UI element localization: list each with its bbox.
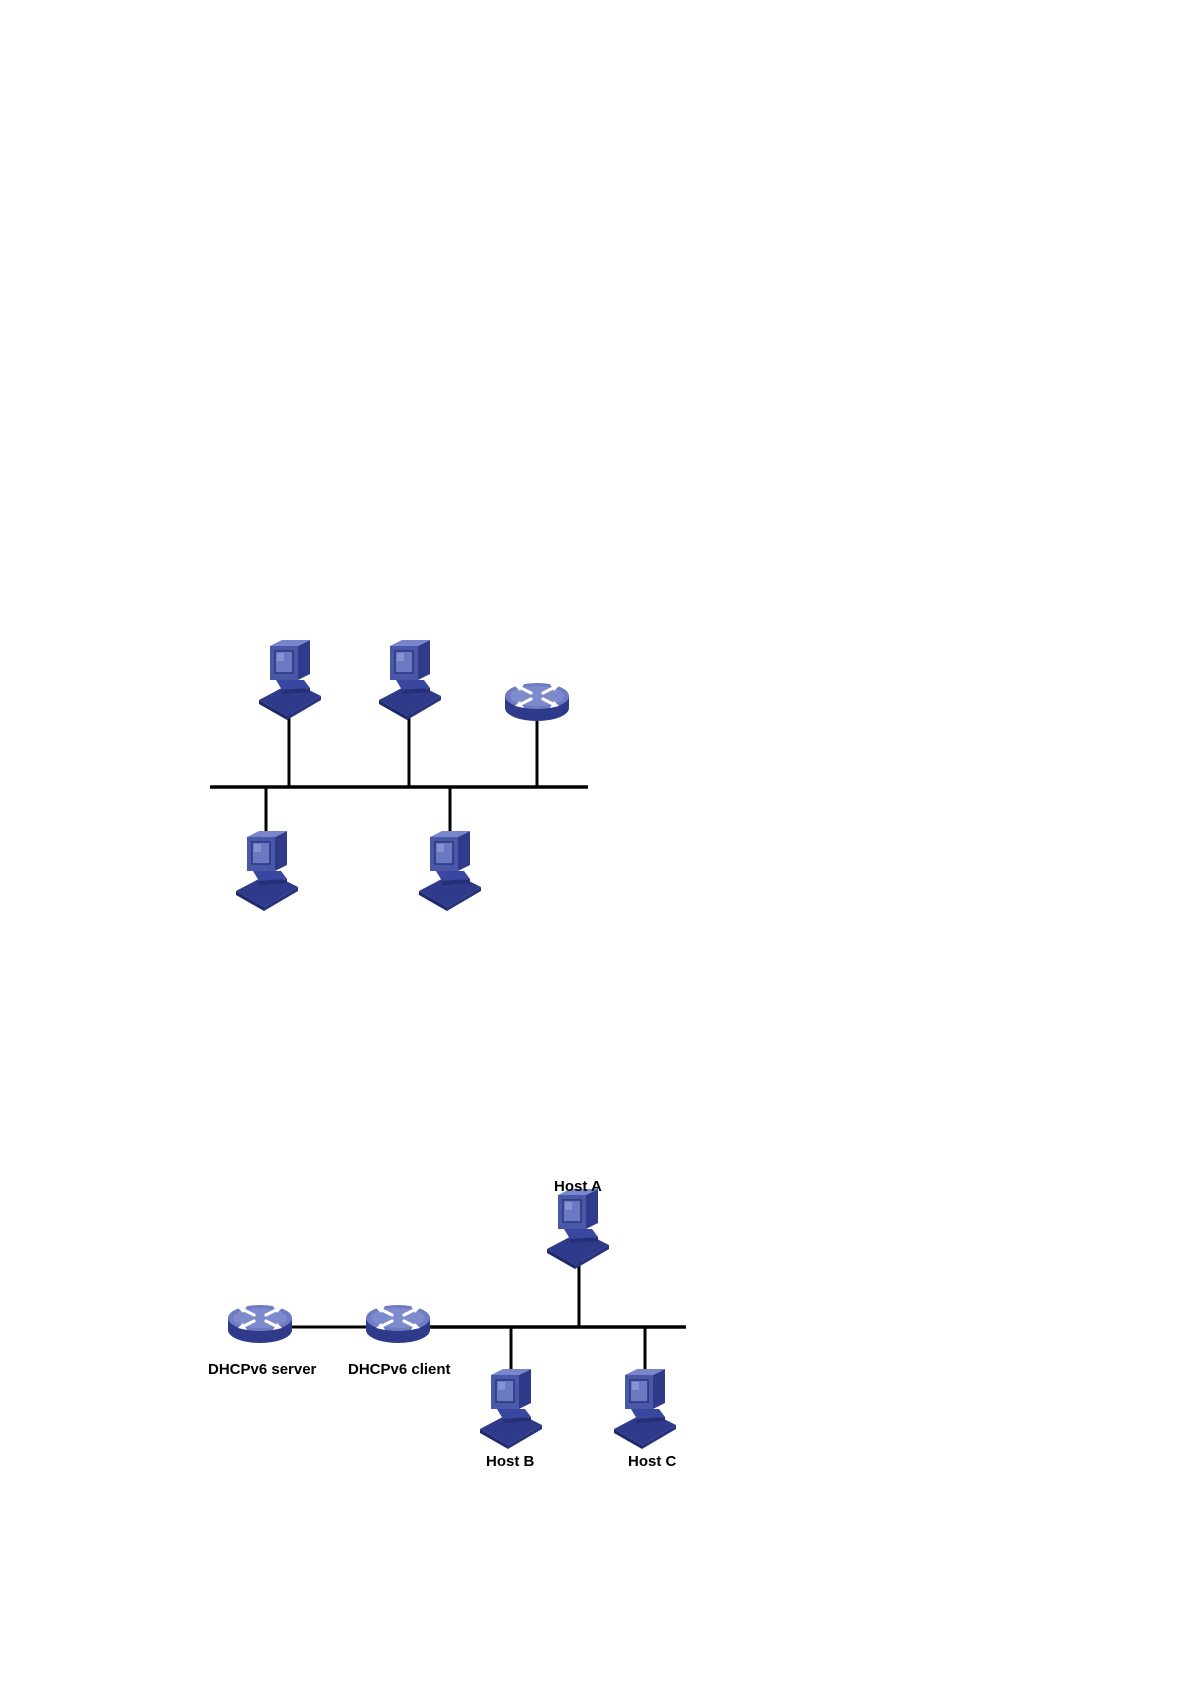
diagram-1 [210, 640, 588, 911]
pc-icon [379, 640, 441, 720]
diagram-2 [228, 1189, 686, 1449]
host-b-label: Host B [486, 1453, 534, 1470]
host-a-label: Host A [554, 1178, 602, 1195]
router-icon [505, 683, 569, 721]
pc-icon [614, 1369, 676, 1449]
router-icon [366, 1305, 430, 1343]
dhcpv6-client-label: DHCPv6 client [348, 1361, 451, 1378]
router-icon [228, 1305, 292, 1343]
pc-icon [236, 831, 298, 911]
pc-icon [547, 1189, 609, 1269]
pc-icon [419, 831, 481, 911]
dhcpv6-server-label: DHCPv6 server [208, 1361, 316, 1378]
pc-icon [259, 640, 321, 720]
pc-icon [480, 1369, 542, 1449]
host-c-label: Host C [628, 1453, 676, 1470]
